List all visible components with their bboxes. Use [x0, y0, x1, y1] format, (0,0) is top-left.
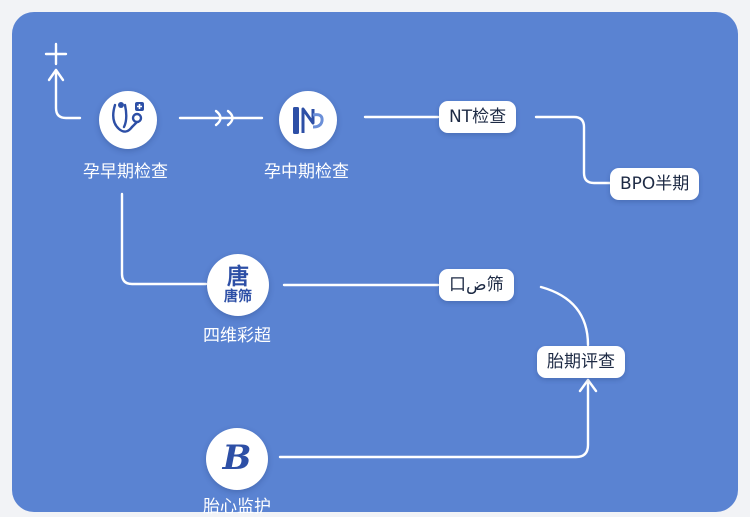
- stethoscope-node: [99, 91, 157, 149]
- pregnancy-icon: [293, 107, 324, 134]
- connector-nt-bpo: [534, 115, 612, 185]
- connector-bottom-fetal: [278, 378, 590, 459]
- mid-check-label: 孕中期检查: [264, 162, 349, 182]
- screening-glyph-top: 唐: [226, 264, 249, 290]
- bottom-node: B: [206, 428, 268, 490]
- start-connector: [54, 68, 82, 120]
- nt-check-box: NT检查: [439, 101, 517, 133]
- connector-early-4d: [120, 192, 208, 286]
- bottom-node-label: 胎心监护: [203, 497, 271, 517]
- mid-check-node: [279, 91, 337, 149]
- b-logo-icon: B: [222, 438, 252, 478]
- connector-lines: [44, 42, 612, 459]
- screening-box: 口ض筛: [439, 269, 514, 301]
- screening-glyph-bottom: 唐筛: [224, 289, 252, 305]
- connector-tang-fetal: [539, 285, 590, 347]
- bpo-box: BPO半期: [610, 168, 700, 200]
- plus-icon: [44, 42, 68, 66]
- stethoscope-icon: [112, 102, 144, 133]
- fetal-check-box: 胎期评查: [537, 346, 625, 378]
- early-check-label: 孕早期检查: [83, 162, 168, 182]
- arrow-up-icon: [47, 68, 65, 82]
- down-screening-node: 唐 唐筛: [207, 254, 269, 316]
- arrow-up-icon-2: [578, 378, 598, 393]
- four-d-ultrasound-label: 四维彩超: [203, 326, 271, 346]
- double-arrow-icon: [214, 109, 234, 127]
